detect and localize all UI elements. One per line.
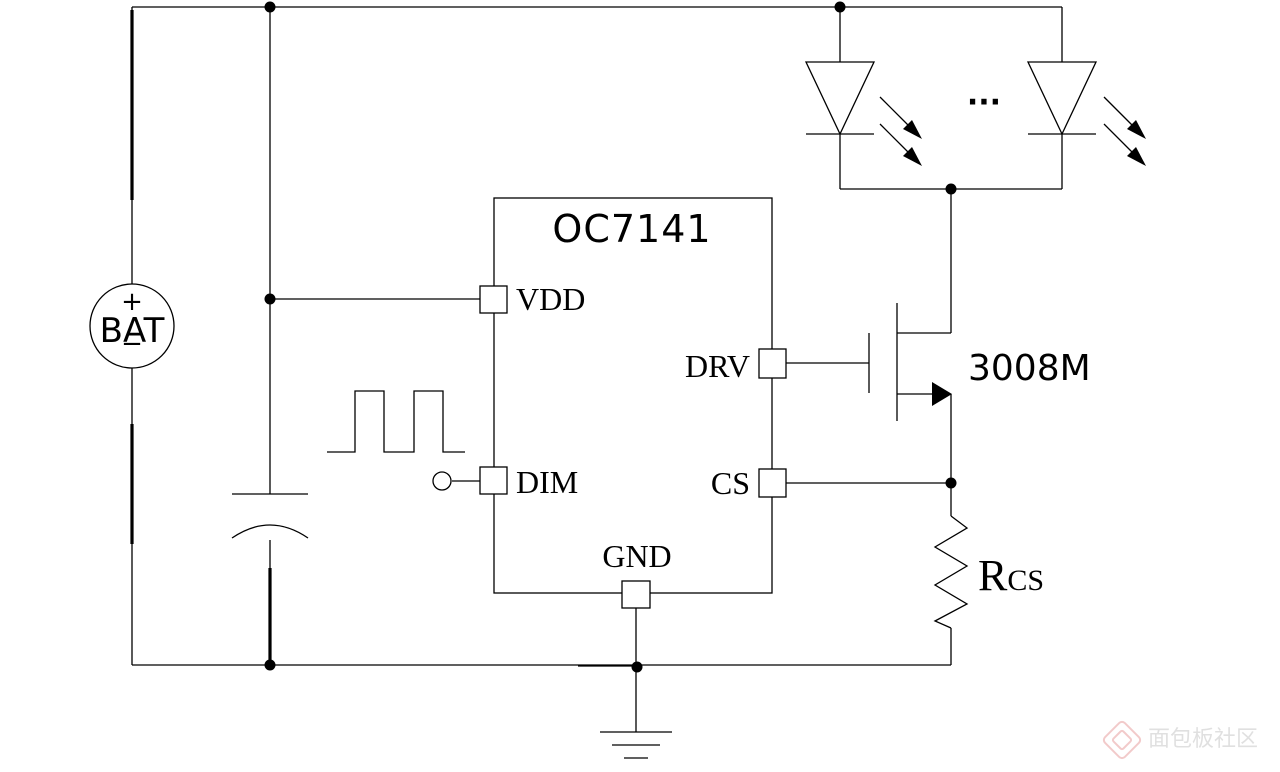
- led-1-arrow-2-head: [903, 147, 922, 166]
- capacitor-plate-curved: [231, 524, 309, 539]
- watermark-logo-icon: [1102, 720, 1142, 760]
- led-ellipsis: ···: [967, 85, 1001, 120]
- watermark-text: 面包板社区: [1148, 727, 1258, 752]
- dim-pin-label: DIM: [516, 464, 578, 500]
- watermark: 面包板社区: [1102, 720, 1258, 760]
- led-2-triangle: [1026, 61, 1098, 136]
- battery-minus: −: [121, 329, 143, 359]
- junction-top-led: [834, 1, 846, 13]
- resistor-label-sub: CS: [1007, 564, 1044, 597]
- resistor-label: RCS: [978, 551, 1044, 600]
- cs-pin: [758, 468, 787, 498]
- led-1-triangle: [804, 61, 876, 136]
- led-2-arrow-2-head: [1127, 147, 1146, 166]
- led-2-arrow-1: [1103, 96, 1133, 126]
- drv-pin-label: DRV: [685, 348, 750, 384]
- resistor-label-main: R: [978, 551, 1008, 600]
- ground-symbol: [578, 665, 672, 759]
- mosfet: 3008M: [868, 303, 1091, 421]
- drv-pin: [758, 348, 787, 379]
- ic-oc7141: OC7141 VDD DIM GND DRV CS: [479, 197, 787, 609]
- junctions: [264, 1, 957, 673]
- junction-vdd: [264, 293, 276, 305]
- vdd-pin-label: VDD: [516, 281, 585, 317]
- vdd-pin: [479, 285, 508, 314]
- battery: + BAT −: [89, 10, 175, 544]
- battery-symbol-circle: [89, 283, 175, 369]
- mosfet-source-arrow: [932, 382, 952, 406]
- pwm-waveform: [327, 390, 465, 453]
- battery-label: BAT: [100, 311, 165, 351]
- led-2-arrow-2: [1103, 123, 1133, 153]
- capacitor: [231, 493, 309, 665]
- led-2-arrow-1-head: [1127, 120, 1146, 139]
- gnd-pin: [621, 580, 651, 609]
- ic-name: OC7141: [552, 207, 711, 251]
- resistor-zigzag: [933, 515, 969, 629]
- junction-led-cathode: [945, 183, 957, 195]
- junction-bottom-cap: [264, 659, 276, 671]
- battery-plus: +: [121, 287, 143, 317]
- dim-input-terminal: [432, 471, 452, 491]
- cs-pin-label: CS: [711, 465, 750, 501]
- led-1: [804, 61, 922, 166]
- dim-input: [327, 390, 465, 491]
- junction-top-cap: [264, 1, 276, 13]
- led-1-arrow-2: [879, 123, 909, 153]
- dim-pin: [479, 466, 508, 495]
- led-1-arrow-1: [879, 96, 909, 126]
- led-1-arrow-1-head: [903, 120, 922, 139]
- junction-gnd: [631, 661, 643, 673]
- mosfet-label: 3008M: [968, 348, 1091, 389]
- led-2: [1026, 61, 1146, 166]
- gnd-pin-label: GND: [602, 538, 671, 574]
- sense-resistor: RCS: [933, 515, 1044, 629]
- junction-cs: [945, 477, 957, 489]
- ic-body: [493, 197, 773, 594]
